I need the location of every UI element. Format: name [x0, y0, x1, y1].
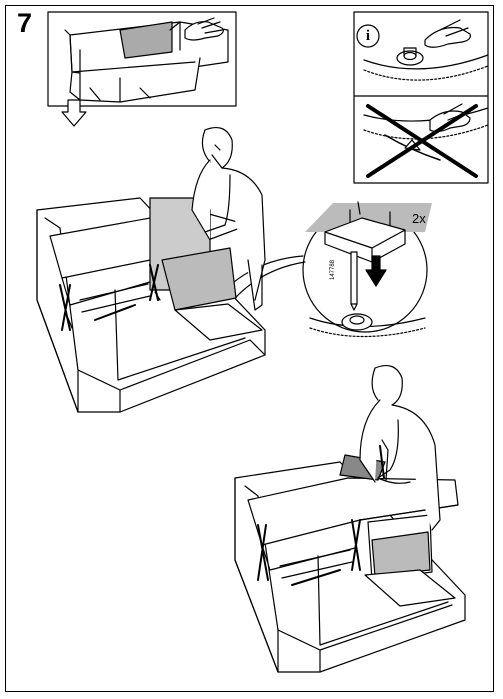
arrow-down-icon [365, 255, 387, 287]
chaise-open-illustration [36, 127, 266, 413]
info-panel [353, 11, 489, 184]
fitting-callout [214, 201, 440, 340]
step-number: 7 [17, 8, 33, 38]
arrow-down-icon [61, 99, 87, 127]
quantity-label: 2x [412, 211, 426, 226]
info-icon-letter: i [365, 28, 371, 44]
hand-icon [184, 21, 224, 41]
cross-icon [366, 104, 478, 178]
info-icon [356, 24, 380, 48]
page-frame [5, 5, 494, 692]
backrest-cushion [119, 21, 173, 59]
chaise-assembly-illustration [234, 365, 466, 673]
sofa-overview-inset [47, 11, 237, 127]
part-number-label: 147788 [330, 259, 336, 280]
